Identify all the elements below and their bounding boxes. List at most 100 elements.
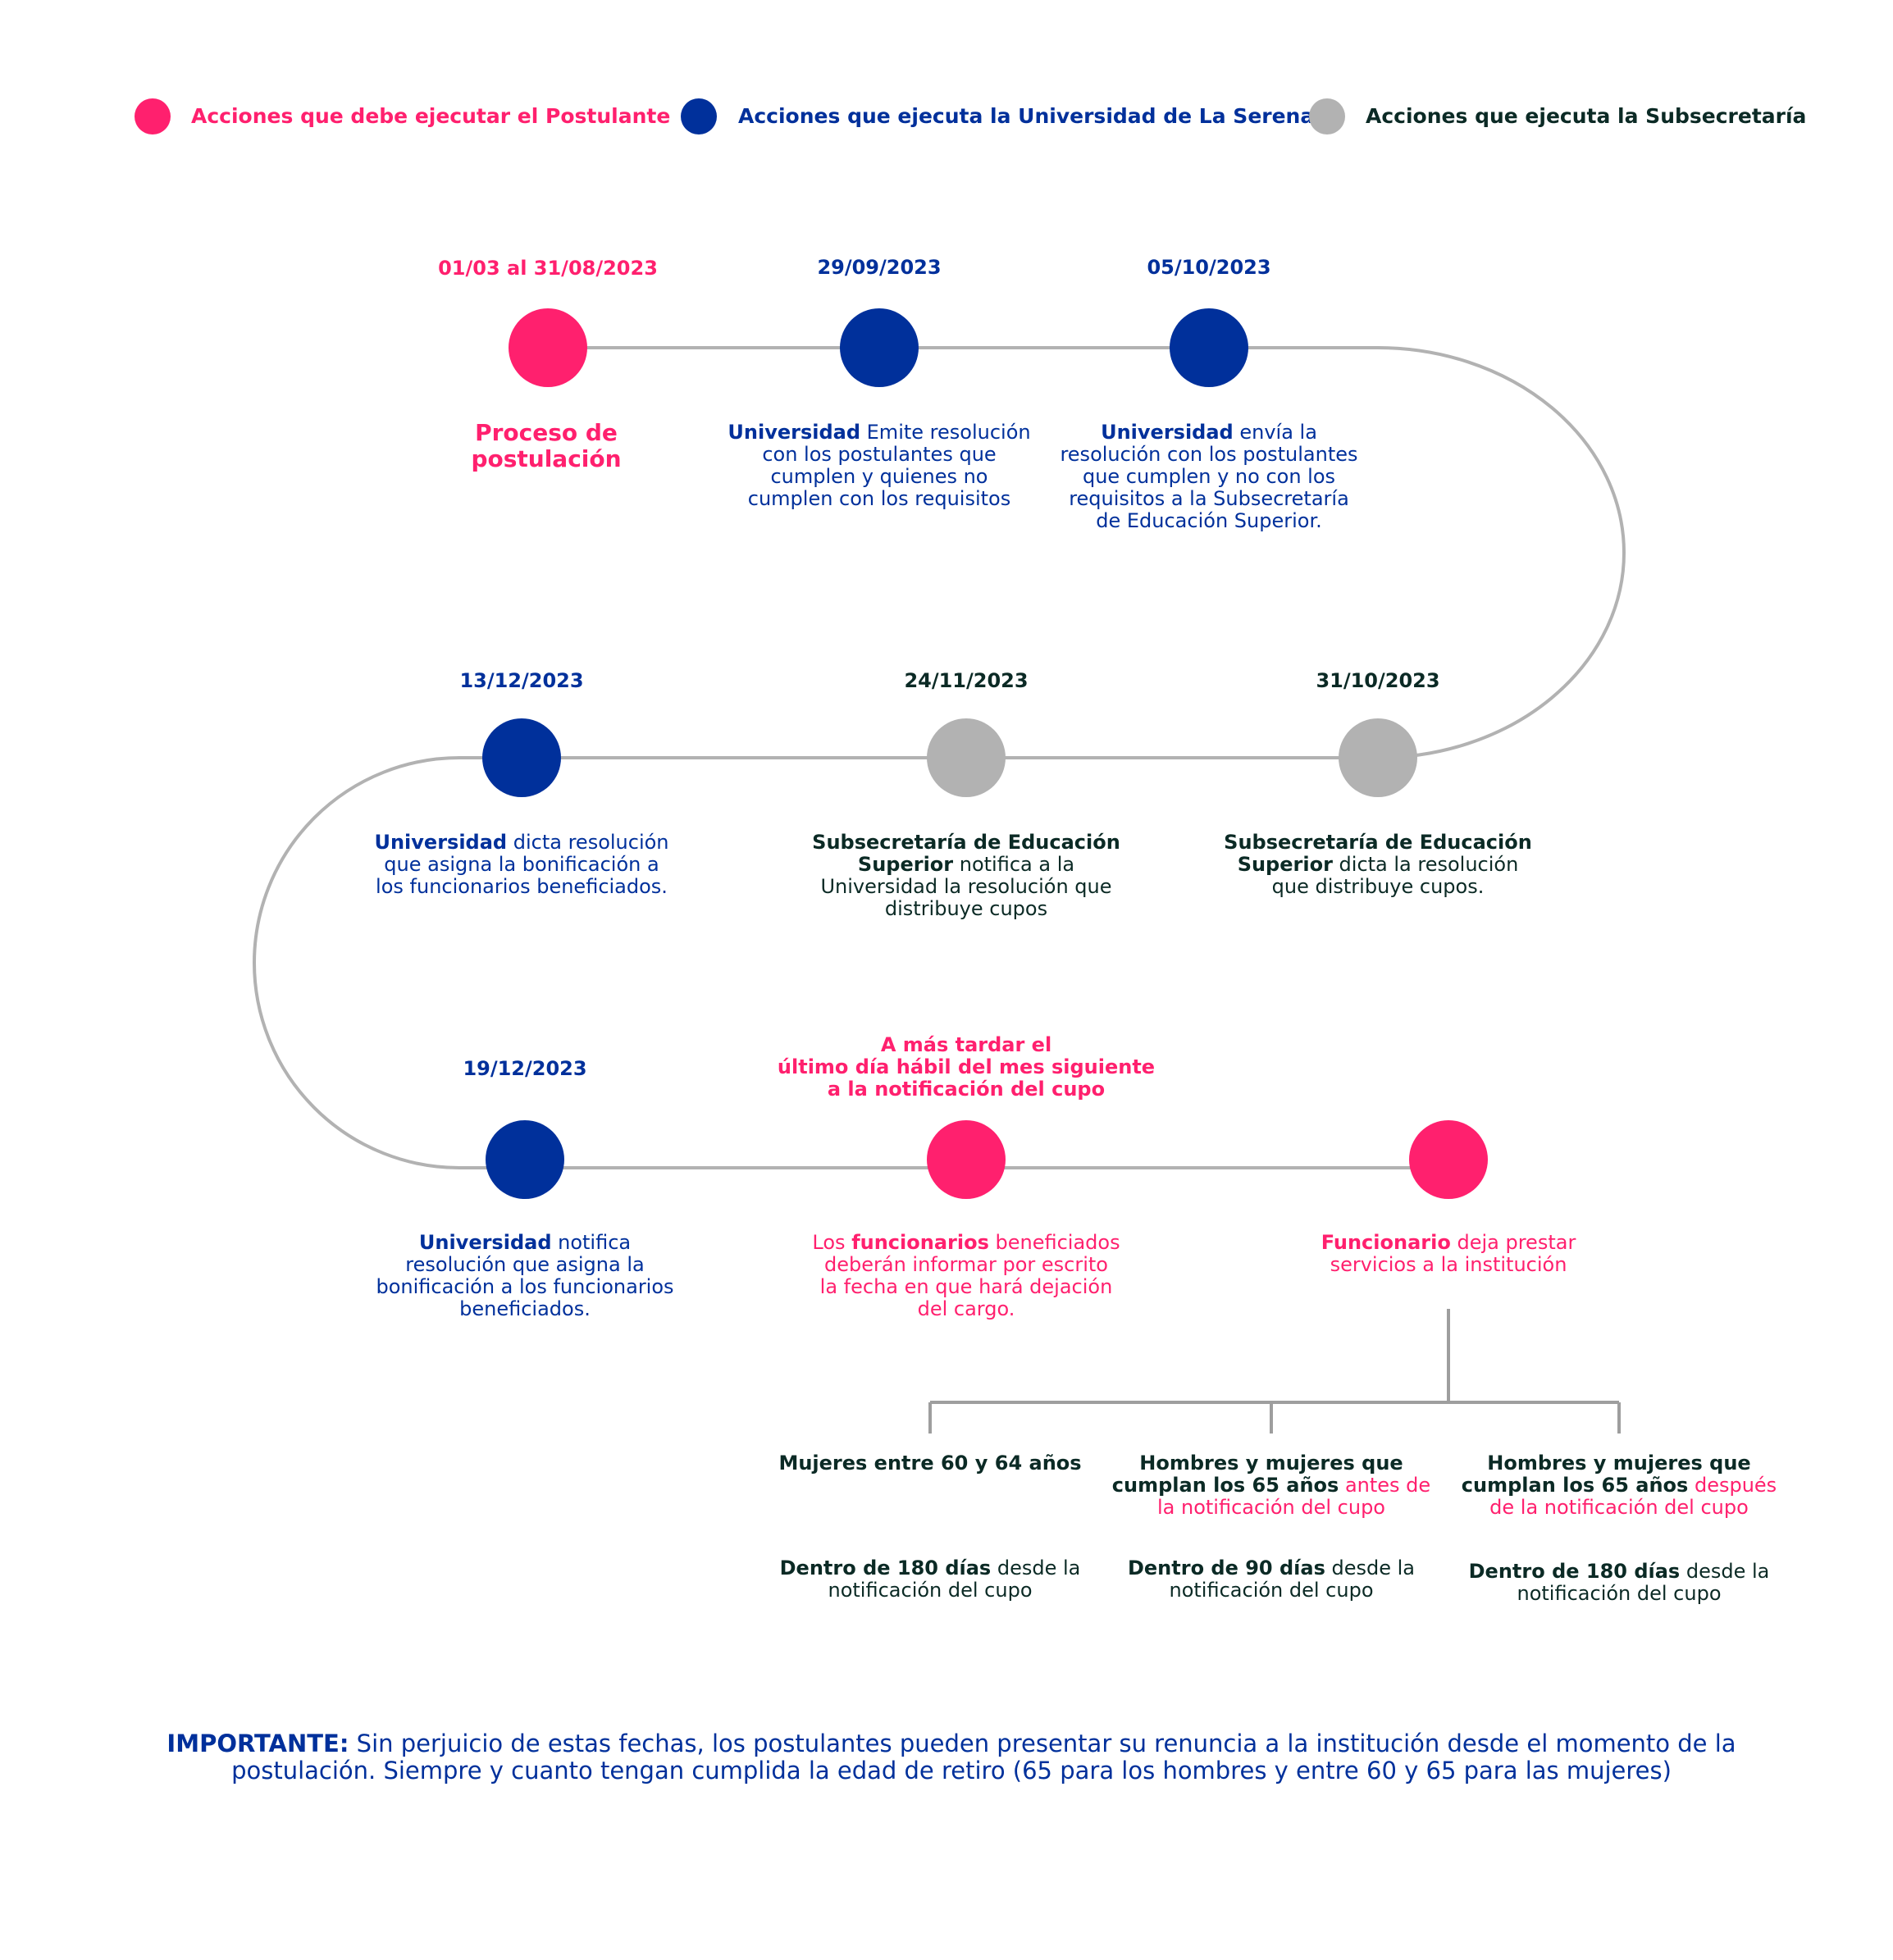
step5-line2: notifica a la: [953, 853, 1075, 876]
step3-node: [1170, 308, 1248, 387]
branch3-title-line1: Hombres y mujeres que: [1487, 1452, 1751, 1475]
step2-date: 29/09/2023: [817, 256, 942, 279]
step1-title-line2: postulación: [471, 445, 622, 472]
step7-node: [486, 1120, 564, 1199]
step9-line1: deja prestar: [1450, 1231, 1576, 1254]
legend-label-universidad: Acciones que ejecuta la Universidad de L…: [738, 104, 1315, 128]
step8-line4: del cargo.: [917, 1297, 1015, 1320]
step1-title: Proceso de postulación: [471, 420, 621, 472]
step2-description: Universidad Emite resolución con los pos…: [715, 422, 1043, 510]
step3-line1: envía la: [1233, 421, 1317, 444]
branch2-deadline-bold: Dentro de 90 días: [1127, 1557, 1325, 1579]
step2-line1: Emite resolución: [860, 421, 1031, 444]
step2-line4: cumplen con los requisitos: [747, 487, 1011, 510]
step8-description: Los funcionarios beneficiados deberán in…: [802, 1232, 1130, 1320]
step2-line2: con los postulantes que: [762, 443, 997, 466]
timeline-path: [253, 346, 1626, 1169]
step2-node: [840, 308, 919, 387]
step6-line1: dicta resolución: [507, 831, 669, 854]
step5-date: 24/11/2023: [904, 669, 1029, 692]
step4-node: [1339, 718, 1417, 797]
step7-line2: resolución que asigna la: [405, 1253, 645, 1276]
important-text-line1: Sin perjuicio de estas fechas, los postu…: [349, 1730, 1736, 1757]
important-label: IMPORTANTE:: [166, 1730, 349, 1757]
step6-date: 13/12/2023: [459, 669, 584, 692]
branch3-deadline: Dentro de 180 días desde la notificación…: [1447, 1561, 1791, 1605]
step3-date: 05/10/2023: [1147, 256, 1271, 279]
branch1-deadline-line1: desde la: [991, 1557, 1081, 1579]
step5-line4: distribuye cupos: [884, 897, 1048, 920]
step5-actor-line1: Subsecretaría de Educación: [812, 831, 1120, 854]
step9-node: [1409, 1120, 1488, 1199]
branch1-title: Mujeres entre 60 y 64 años: [758, 1452, 1102, 1475]
step8-actor: funcionarios: [851, 1231, 989, 1254]
important-note: IMPORTANTE: Sin perjuicio de estas fecha…: [131, 1730, 1772, 1785]
step7-actor: Universidad: [418, 1231, 552, 1254]
step4-actor-line2: Superior: [1237, 853, 1333, 876]
branch1-deadline-line2: notificación del cupo: [828, 1579, 1033, 1602]
step4-description: Subsecretaría de Educación Superior dict…: [1214, 832, 1542, 898]
legend-dot-postulante: [135, 98, 171, 134]
branch2-title-line2: cumplan los 65 años: [1111, 1474, 1339, 1497]
step9-actor: Funcionario: [1321, 1231, 1451, 1254]
step8-deadline-line2: último día hábil del mes siguiente: [777, 1055, 1156, 1078]
step4-line3: que distribuye cupos.: [1271, 875, 1485, 898]
branch2-title-line1: Hombres y mujeres que: [1139, 1452, 1403, 1475]
branch2-title: Hombres y mujeres que cumplan los 65 año…: [1099, 1452, 1444, 1519]
step7-description: Universidad notifica resolución que asig…: [361, 1232, 689, 1320]
step3-line4: requisitos a la Subsecretaría: [1069, 487, 1349, 510]
step5-line3: Universidad la resolución que: [820, 875, 1112, 898]
step4-line2: dicta la resolución: [1332, 853, 1519, 876]
step3-description: Universidad envía la resolución con los …: [1045, 422, 1373, 532]
step2-line3: cumplen y quienes no: [770, 465, 988, 488]
step1-title-line1: Proceso de: [475, 419, 618, 446]
branch3-title-line2: cumplan los 65 años: [1461, 1474, 1689, 1497]
step3-line2: resolución con los postulantes: [1060, 443, 1358, 466]
branch-connector: [928, 1309, 1621, 1434]
legend-label-postulante: Acciones que debe ejecutar el Postulante: [191, 104, 671, 128]
branch2-title-line3: la notificación del cupo: [1156, 1496, 1385, 1519]
branch3-deadline-bold: Dentro de 180 días: [1468, 1560, 1681, 1583]
step8-deadline: A más tardar el último día hábil del mes…: [778, 1034, 1155, 1101]
step7-line1: notifica: [551, 1231, 632, 1254]
step7-line4: beneficiados.: [459, 1297, 591, 1320]
step1-date: 01/03 al 31/08/2023: [438, 257, 658, 280]
step8-line2: deberán informar por escrito: [824, 1253, 1108, 1276]
step8-line3: la fecha en que hará dejación: [819, 1275, 1113, 1298]
legend-label-subsecretaria: Acciones que ejecuta la Subsecretaría: [1366, 104, 1807, 128]
step1-node: [509, 308, 587, 387]
branch2-deadline: Dentro de 90 días desde la notificación …: [1099, 1557, 1444, 1602]
step5-node: [927, 718, 1006, 797]
step6-line3: los funcionarios beneficiados.: [376, 875, 668, 898]
step7-date: 19/12/2023: [463, 1057, 587, 1080]
step3-line3: que cumplen y no con los: [1082, 465, 1336, 488]
step6-description: Universidad dicta resolución que asigna …: [358, 832, 686, 898]
branch1-title-line1: Mujeres entre 60 y 64 años: [778, 1452, 1082, 1475]
branch2-deadline-line2: notificación del cupo: [1169, 1579, 1374, 1602]
legend-dot-universidad: [681, 98, 717, 134]
branch1-deadline-bold: Dentro de 180 días: [779, 1557, 992, 1579]
step3-line5: de Educación Superior.: [1096, 509, 1322, 532]
step4-date: 31/10/2023: [1316, 669, 1440, 692]
important-text-line2: postulación. Siempre y cuanto tengan cum…: [231, 1757, 1672, 1785]
step3-actor: Universidad: [1101, 421, 1234, 444]
step8-node: [927, 1120, 1006, 1199]
branch3-deadline-line1: desde la: [1680, 1560, 1770, 1583]
branch2-deadline-line1: desde la: [1325, 1557, 1416, 1579]
step5-actor-line2: Superior: [857, 853, 954, 876]
branch3-title-line3: de la notificación del cupo: [1489, 1496, 1749, 1519]
step4-actor-line1: Subsecretaría de Educación: [1224, 831, 1532, 854]
branch1-deadline: Dentro de 180 días desde la notificación…: [758, 1557, 1102, 1602]
step6-line2: que asigna la bonificación a: [384, 853, 659, 876]
step8-deadline-line1: A más tardar el: [880, 1033, 1052, 1056]
branch3-deadline-line2: notificación del cupo: [1517, 1582, 1722, 1605]
step2-actor: Universidad: [728, 421, 861, 444]
step9-line2: servicios a la institución: [1330, 1253, 1567, 1276]
step8-deadline-line3: a la notificación del cupo: [827, 1078, 1106, 1101]
step8-prefix: Los: [812, 1231, 852, 1254]
step7-line3: bonificación a los funcionarios: [376, 1275, 674, 1298]
branch3-title-line2-tail: después: [1688, 1474, 1777, 1497]
step8-line1: beneficiados: [988, 1231, 1120, 1254]
legend-dot-subsecretaria: [1309, 98, 1345, 134]
